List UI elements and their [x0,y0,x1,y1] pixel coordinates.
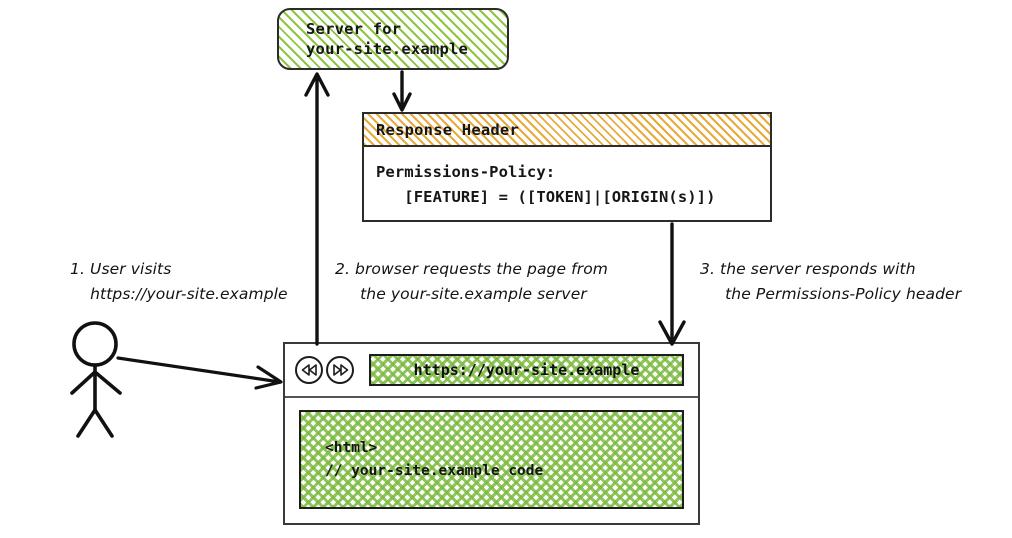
url-text: https://your-site.example [413,361,640,379]
user-stick-figure [70,321,122,438]
browser-window: https://your-site.example <html> // your… [283,342,700,525]
browser-viewport: <html> // your-site.example code [285,398,698,523]
user-to-browser-arrow [116,356,283,390]
browser-to-server-arrow [304,72,330,346]
url-bar[interactable]: https://your-site.example [369,354,684,386]
server-box: Server for your-site.example [277,8,509,70]
step-3-caption: 3. the server responds with the Permissi… [700,260,962,303]
response-header-body: Permissions-Policy: [FEATURE] = ([TOKEN]… [376,163,716,206]
response-header-title: Response Header [376,120,519,139]
fast-forward-icon [332,364,348,376]
response-header-box: Response Header Permissions-Policy: [FEA… [362,112,772,222]
page-source-code: <html> // your-site.example code [325,439,544,479]
step-2-caption: 2. browser requests the page from the yo… [335,260,608,303]
server-label: Server for your-site.example [306,20,469,58]
step-1-caption: 1. User visits https://your-site.example [70,260,288,303]
back-button[interactable] [295,356,323,384]
response-header-to-browser-arrow [658,222,686,346]
response-header-title-bar: Response Header [364,114,770,147]
browser-toolbar: https://your-site.example [285,344,698,398]
rewind-icon [301,364,317,376]
forward-button[interactable] [326,356,354,384]
server-to-response-header-arrow [392,70,412,112]
page-content-area: <html> // your-site.example code [299,410,684,509]
